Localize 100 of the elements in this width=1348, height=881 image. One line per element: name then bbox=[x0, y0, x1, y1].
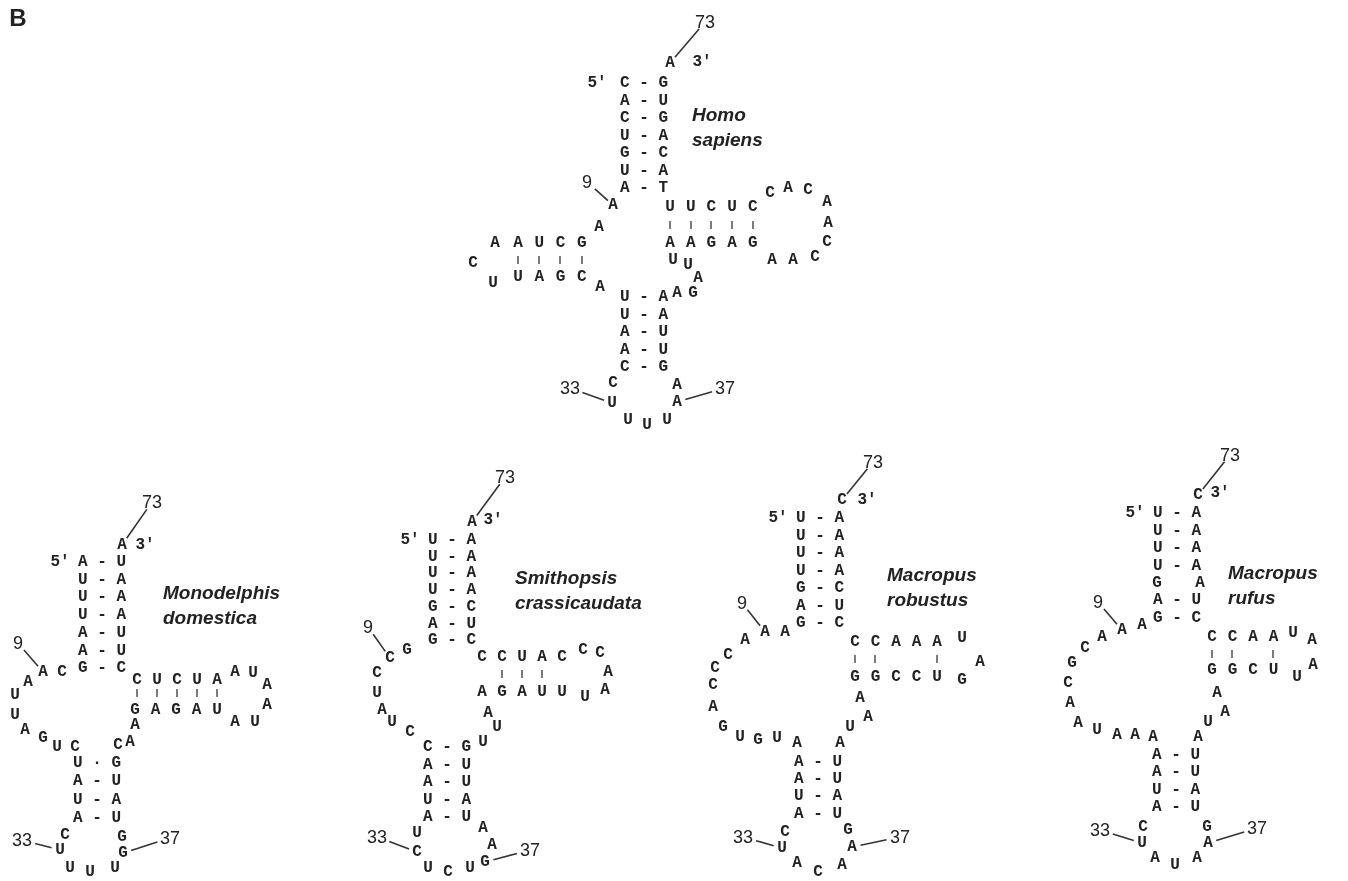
nucleotide-letter: A bbox=[767, 252, 777, 268]
nucleotide-letter: C bbox=[1227, 629, 1238, 645]
nucleotide-letter: U bbox=[845, 719, 855, 735]
base-pair-row: A - U bbox=[794, 754, 842, 770]
nucleotide-letter: A bbox=[788, 252, 798, 268]
nucleotide-letter: A bbox=[594, 219, 604, 235]
nucleotide-letter: U bbox=[1137, 835, 1147, 851]
nucleotide-letter: U bbox=[52, 739, 62, 755]
nucleotide-letter: A bbox=[1308, 657, 1318, 673]
nucleotide-letter: C bbox=[706, 199, 717, 215]
nucleotide-letter: U bbox=[372, 685, 382, 701]
base-pair-row: G - C bbox=[428, 632, 476, 649]
nucleotide-letter: A bbox=[513, 235, 523, 251]
base-pair-row: U - A bbox=[78, 589, 126, 606]
nucleotide-letter: U bbox=[248, 665, 258, 681]
nucleotide-letter: A bbox=[125, 734, 135, 750]
leader-line bbox=[755, 839, 775, 847]
base-pair-row: U - A bbox=[1153, 557, 1201, 574]
position-number: 33 bbox=[733, 828, 753, 846]
leader-line bbox=[475, 483, 501, 517]
nucleotide-letter: C bbox=[850, 634, 860, 650]
nucleotide-letter: U bbox=[685, 199, 696, 215]
nucleotide-letter: G bbox=[1202, 819, 1212, 835]
nucleotide-letter: U bbox=[192, 672, 202, 688]
base-pair-row: A - U bbox=[1152, 798, 1200, 815]
nucleotide-letter: A bbox=[783, 180, 793, 196]
nucleotide-letter: G bbox=[497, 684, 507, 700]
leader-line bbox=[1103, 608, 1118, 626]
leader-line bbox=[594, 188, 609, 202]
base-pair-row: A - U bbox=[1152, 747, 1200, 763]
nucleotide-letter: A bbox=[1097, 629, 1107, 645]
species-name: Monodelphis domestica bbox=[163, 581, 282, 630]
base-pair-row: U - A bbox=[1153, 522, 1201, 539]
base-pair-row: A - U bbox=[428, 615, 476, 632]
nucleotide-letter: C bbox=[803, 182, 813, 198]
strand-end-label: 3' bbox=[857, 492, 877, 508]
nucleotide-letter: A bbox=[230, 664, 240, 680]
leader-line bbox=[1202, 461, 1226, 490]
position-number: 37 bbox=[1247, 819, 1267, 837]
position-number: 9 bbox=[13, 634, 23, 652]
nucleotide-letter: A bbox=[1268, 629, 1279, 645]
nucleotide-letter: A bbox=[1220, 704, 1230, 720]
nucleotide-letter: C bbox=[810, 249, 820, 265]
nucleotide-letter: C bbox=[577, 269, 587, 285]
base-pair-row: U - A bbox=[620, 306, 668, 323]
base-pair-row: U - A bbox=[1153, 505, 1201, 521]
nucleotide-letter: U bbox=[517, 649, 527, 665]
nucleotide-letter: A bbox=[685, 235, 696, 251]
position-number: 37 bbox=[520, 841, 540, 859]
position-number: 9 bbox=[737, 594, 747, 612]
base-pair-row: A - U bbox=[423, 809, 471, 825]
nucleotide-letter: U bbox=[110, 860, 120, 876]
nucleotide-letter: A bbox=[1193, 729, 1203, 745]
nucleotide-letter: G bbox=[171, 702, 181, 718]
leader-line bbox=[130, 841, 159, 852]
nucleotide-letter: A bbox=[1148, 729, 1158, 745]
nucleotide-letter: A bbox=[117, 537, 127, 553]
nucleotide-letter: U bbox=[557, 684, 567, 700]
base-pair-row: U - A bbox=[1152, 781, 1200, 798]
base-pair-row: A - U bbox=[796, 597, 844, 614]
leader-line bbox=[492, 852, 518, 861]
leader-line bbox=[674, 28, 700, 58]
nucleotide-letter: A bbox=[855, 690, 865, 706]
base-pair-row: A - U bbox=[73, 773, 121, 790]
nucleotide-letter: C bbox=[57, 664, 67, 680]
nucleotide-letter: G bbox=[748, 235, 758, 251]
nucleotide-letter: A bbox=[1248, 629, 1258, 645]
nucleotide-letter: U bbox=[412, 825, 422, 841]
position-number: 73 bbox=[863, 453, 883, 471]
nucleotide-letter: U bbox=[10, 687, 20, 703]
position-number: 73 bbox=[1220, 446, 1240, 464]
base-pair-row: U - A bbox=[428, 565, 476, 582]
leader-line bbox=[846, 468, 869, 495]
nucleotide-letter: A bbox=[837, 857, 847, 873]
leader-line bbox=[23, 649, 39, 668]
base-pair-row: U - A bbox=[796, 510, 844, 526]
base-pair-row: A - U bbox=[73, 809, 121, 826]
nucleotide-letter: G bbox=[843, 822, 853, 838]
nucleotide-letter: A bbox=[1130, 727, 1140, 743]
nucleotide-letter: A bbox=[975, 654, 985, 670]
base-pair-row: U - A bbox=[796, 527, 844, 544]
position-number: 33 bbox=[12, 831, 32, 849]
base-pair-row: A - U bbox=[423, 756, 471, 773]
nucleotide-letter: C bbox=[708, 677, 718, 693]
leader-line bbox=[859, 839, 888, 846]
nucleotide-letter: U bbox=[10, 707, 20, 723]
nucleotide-letter: U bbox=[662, 412, 672, 428]
position-number: 37 bbox=[890, 828, 910, 846]
species-name: Smithopsis crassicaudata bbox=[515, 566, 643, 615]
nucleotide-letter: U bbox=[1292, 669, 1302, 685]
base-pair-row: G - C bbox=[78, 660, 126, 677]
strand-end-label: 3' bbox=[1210, 485, 1230, 501]
nucleotide-letter: G bbox=[480, 854, 490, 870]
leader-line bbox=[372, 633, 387, 653]
nucleotide-letter: A bbox=[740, 632, 750, 648]
nucleotide-letter: A bbox=[483, 705, 493, 721]
nucleotide-letter: G bbox=[718, 719, 728, 735]
position-number: 33 bbox=[560, 379, 580, 397]
nucleotide-letter: A bbox=[487, 837, 497, 853]
nucleotide-letter: C bbox=[468, 255, 478, 271]
